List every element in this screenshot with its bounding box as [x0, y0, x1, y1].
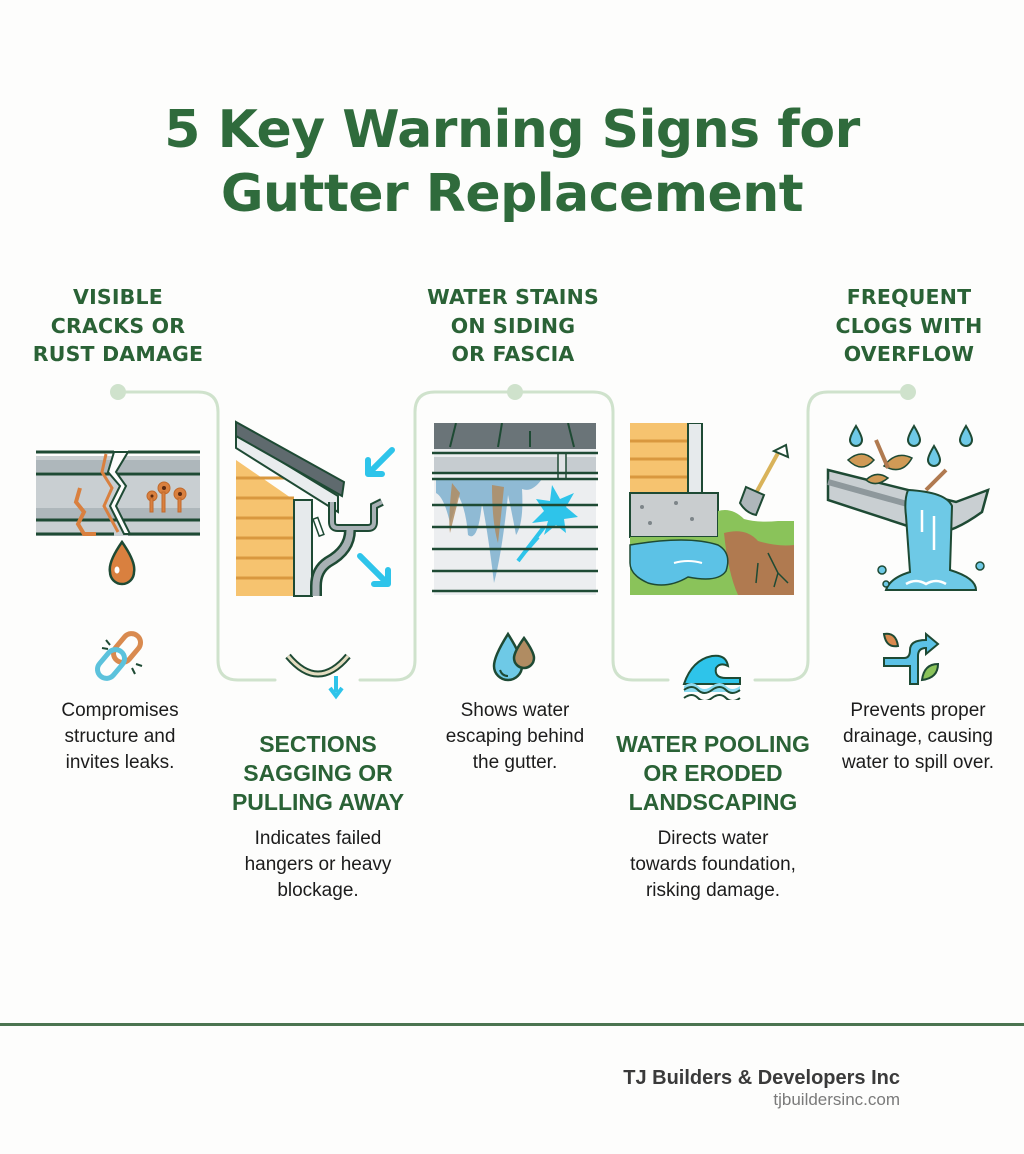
- broken-chain-icon: [95, 631, 143, 681]
- page-title: 5 Key Warning Signs for Gutter Replaceme…: [0, 98, 1024, 226]
- sign-heading-stains: WATER STAINS ON SIDING OR FASCIA: [427, 285, 599, 366]
- sign-description-sagging: Indicates failed hangers or heavy blocka…: [244, 828, 392, 901]
- sign-heading-cracks: VISIBLE CRACKS OR RUST DAMAGE: [32, 285, 204, 366]
- title-line-2: Gutter Replacement: [220, 164, 804, 224]
- water-drops-icon: [492, 631, 536, 682]
- pooling-eroded-foundation-illustration: [629, 423, 794, 595]
- cracked-rusty-gutter-illustration: [36, 450, 200, 586]
- sign-heading-sagging: SECTIONS SAGGING OR PULLING AWAY: [231, 731, 405, 815]
- footer-divider: [0, 1023, 1024, 1026]
- clogged-overflowing-gutter-illustration: [826, 424, 990, 591]
- company-name: TJ Builders & Developers Inc: [623, 1067, 900, 1089]
- sagging-curve-icon: [285, 653, 351, 700]
- sign-description-pooling: Directs water towards foundation, riskin…: [630, 828, 796, 901]
- sign-description-stains: Shows water escaping behind the gutter.: [445, 700, 585, 773]
- stained-siding-illustration: [432, 423, 598, 595]
- sign-description-cracks: Compromises structure and invites leaks.: [61, 700, 179, 773]
- sign-heading-clogs: FREQUENT CLOGS WITH OVERFLOW: [835, 285, 983, 366]
- title-line-1: 5 Key Warning Signs for: [164, 100, 860, 160]
- sign-heading-pooling: WATER POOLING OR ERODED LANDSCAPING: [616, 731, 810, 815]
- gutter-pulling-away-illustration: [235, 420, 395, 597]
- sign-description-clogs: Prevents proper drainage, causing water …: [841, 700, 995, 773]
- diverted-flow-leaves-icon: [882, 631, 940, 685]
- company-website[interactable]: tjbuildersinc.com: [773, 1090, 900, 1109]
- wave-icon: [682, 654, 741, 700]
